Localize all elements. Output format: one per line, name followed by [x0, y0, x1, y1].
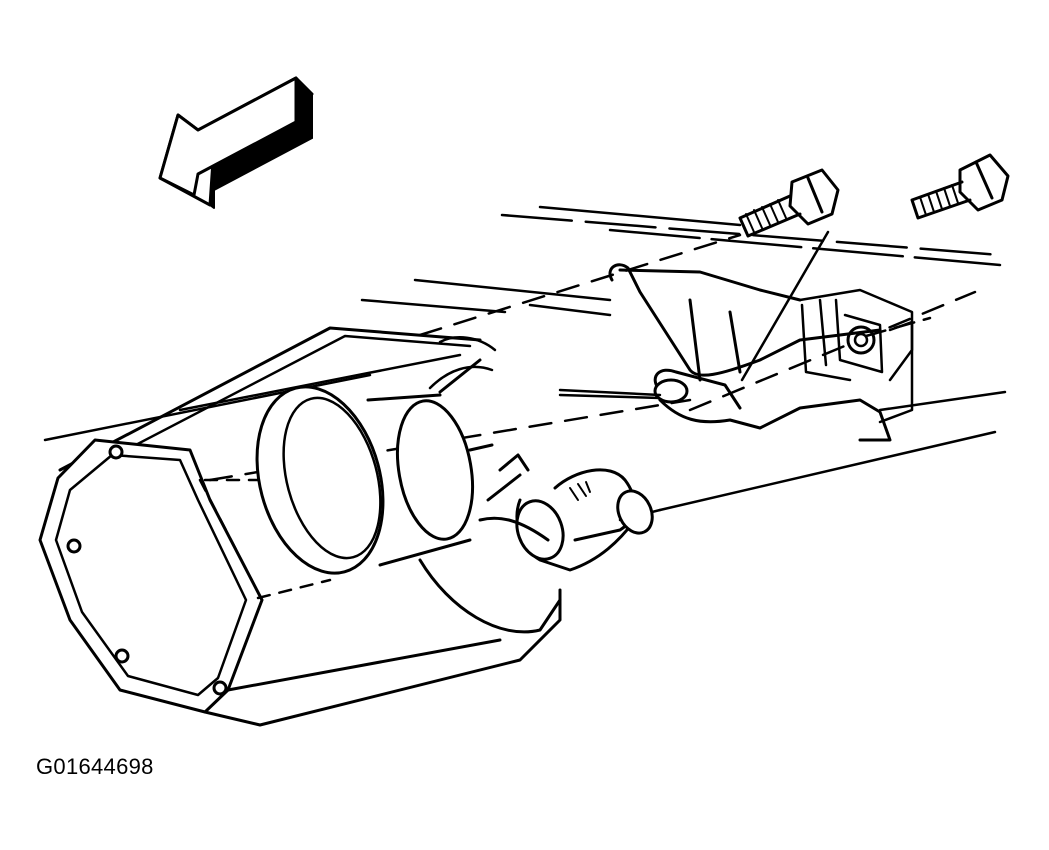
rear-mount-box: [798, 288, 932, 424]
heat-shield-lines: [428, 336, 662, 397]
catalytic-converter: [38, 326, 562, 727]
bolt-upper-left: [738, 168, 840, 238]
front-direction-arrow: [158, 76, 314, 209]
bolt-upper-right: [910, 153, 1010, 220]
exhaust-hanger-bracket: [608, 263, 892, 442]
oxygen-sensor: [478, 453, 654, 572]
figure-id-label: G01644698: [36, 754, 154, 779]
bolt-leader-line: [740, 230, 830, 382]
